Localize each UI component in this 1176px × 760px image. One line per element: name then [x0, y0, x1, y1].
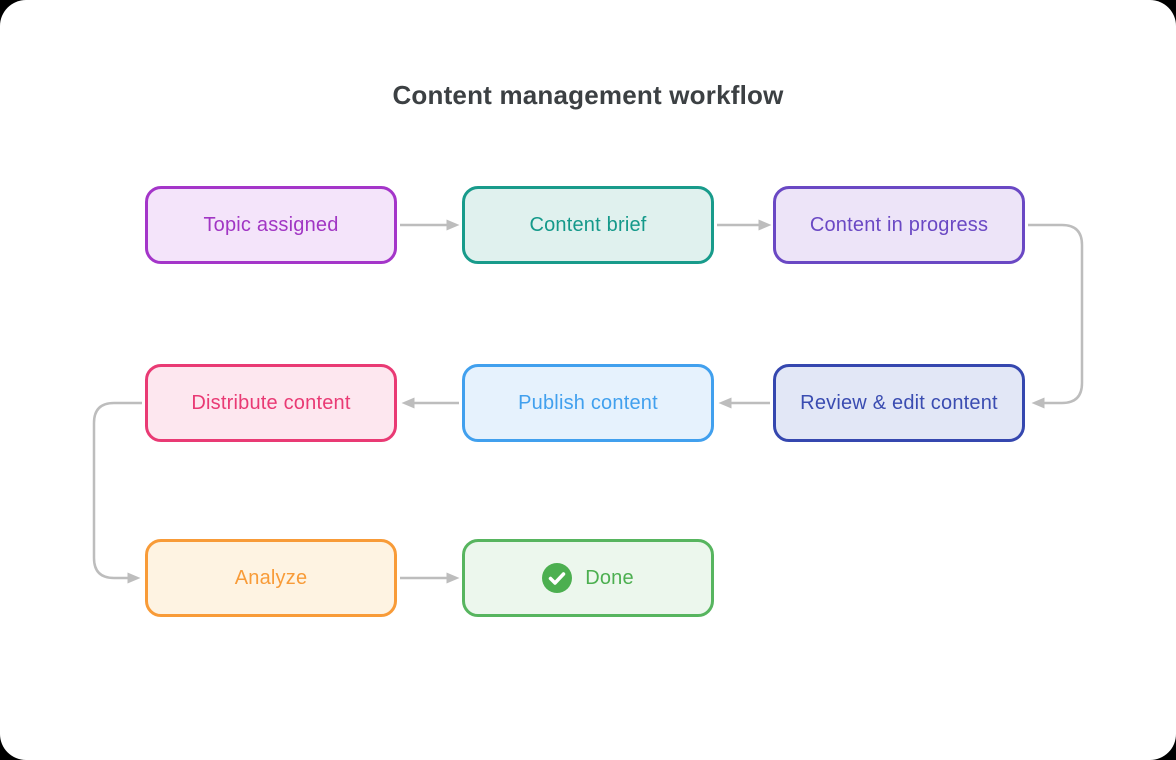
- node-distribute-content: Distribute content: [145, 364, 397, 442]
- node-content-brief: Content brief: [462, 186, 714, 264]
- node-content-in-progress: Content in progress: [773, 186, 1025, 264]
- node-label: Analyze: [234, 566, 308, 589]
- node-publish-content: Publish content: [462, 364, 714, 442]
- node-label: Content brief: [529, 213, 647, 236]
- node-label: Done: [585, 566, 634, 589]
- node-label: Content in progress: [809, 213, 989, 236]
- node-label: Distribute content: [191, 391, 351, 414]
- check-circle-icon: [542, 563, 573, 593]
- node-label: Review & edit content: [800, 391, 998, 414]
- node-done: Done: [462, 539, 714, 617]
- node-analyze: Analyze: [145, 539, 397, 617]
- connector-distribute-to-analyze: [92, 401, 142, 584]
- node-label: Topic assigned: [203, 213, 339, 236]
- connector-progress-to-review: [1028, 223, 1084, 409]
- node-label: Publish content: [518, 391, 658, 414]
- diagram-title: Content management workflow: [392, 80, 784, 110]
- node-review-edit-content: Review & edit content: [773, 364, 1025, 442]
- node-topic-assigned: Topic assigned: [145, 186, 397, 264]
